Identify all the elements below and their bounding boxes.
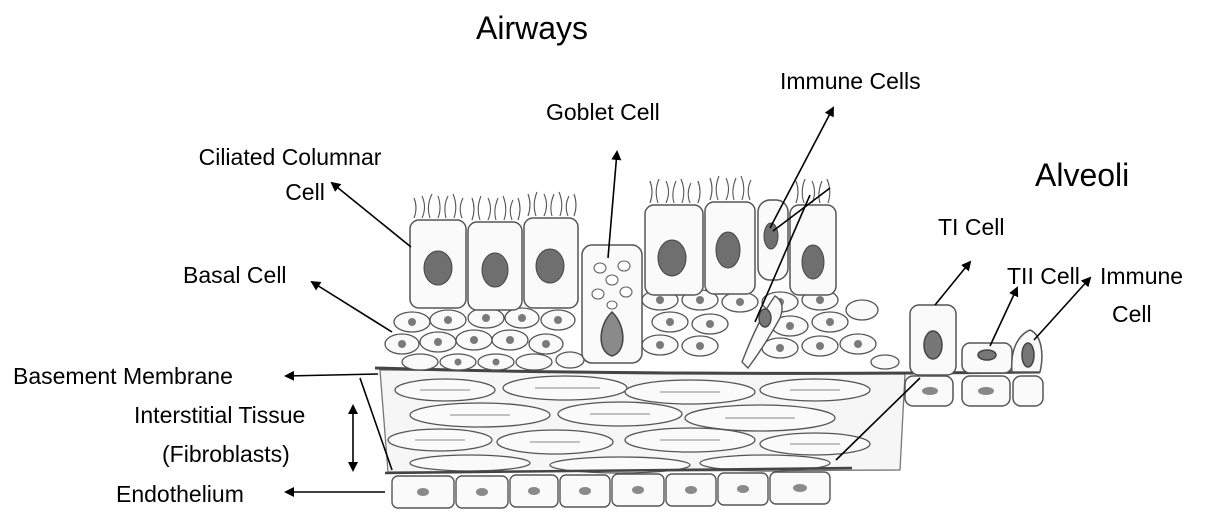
interstitial-tissue-label-line1: Interstitial Tissue [134, 401, 305, 429]
tii-cell-label: TII Cell [1007, 262, 1080, 290]
ciliated-columnar-label-line1: Ciliated Columnar [180, 143, 400, 171]
alveoli-heading: Alveoli [1035, 157, 1129, 193]
immune-cells-label: Immune Cells [780, 67, 921, 95]
basement-membrane-label: Basement Membrane [13, 362, 233, 390]
alveolar-immune-cell-label-line2: Cell [1112, 300, 1152, 328]
airways-heading: Airways [476, 10, 588, 46]
ti-cell-label: TI Cell [938, 213, 1004, 241]
goblet-cell-label: Goblet Cell [546, 98, 660, 126]
basal-cell-label: Basal Cell [183, 261, 287, 289]
alveolar-cells [905, 305, 1043, 406]
alveolar-immune-cell-label-line1: Immune [1100, 262, 1183, 290]
endothelium-cells [385, 468, 852, 508]
interstitial-tissue [380, 370, 905, 473]
goblet-cell [582, 245, 642, 363]
ciliated-columnar-label-line2: Cell [180, 178, 430, 206]
interstitial-tissue-label-line2: (Fibroblasts) [162, 440, 290, 468]
endothelium-label: Endothelium [116, 480, 244, 508]
